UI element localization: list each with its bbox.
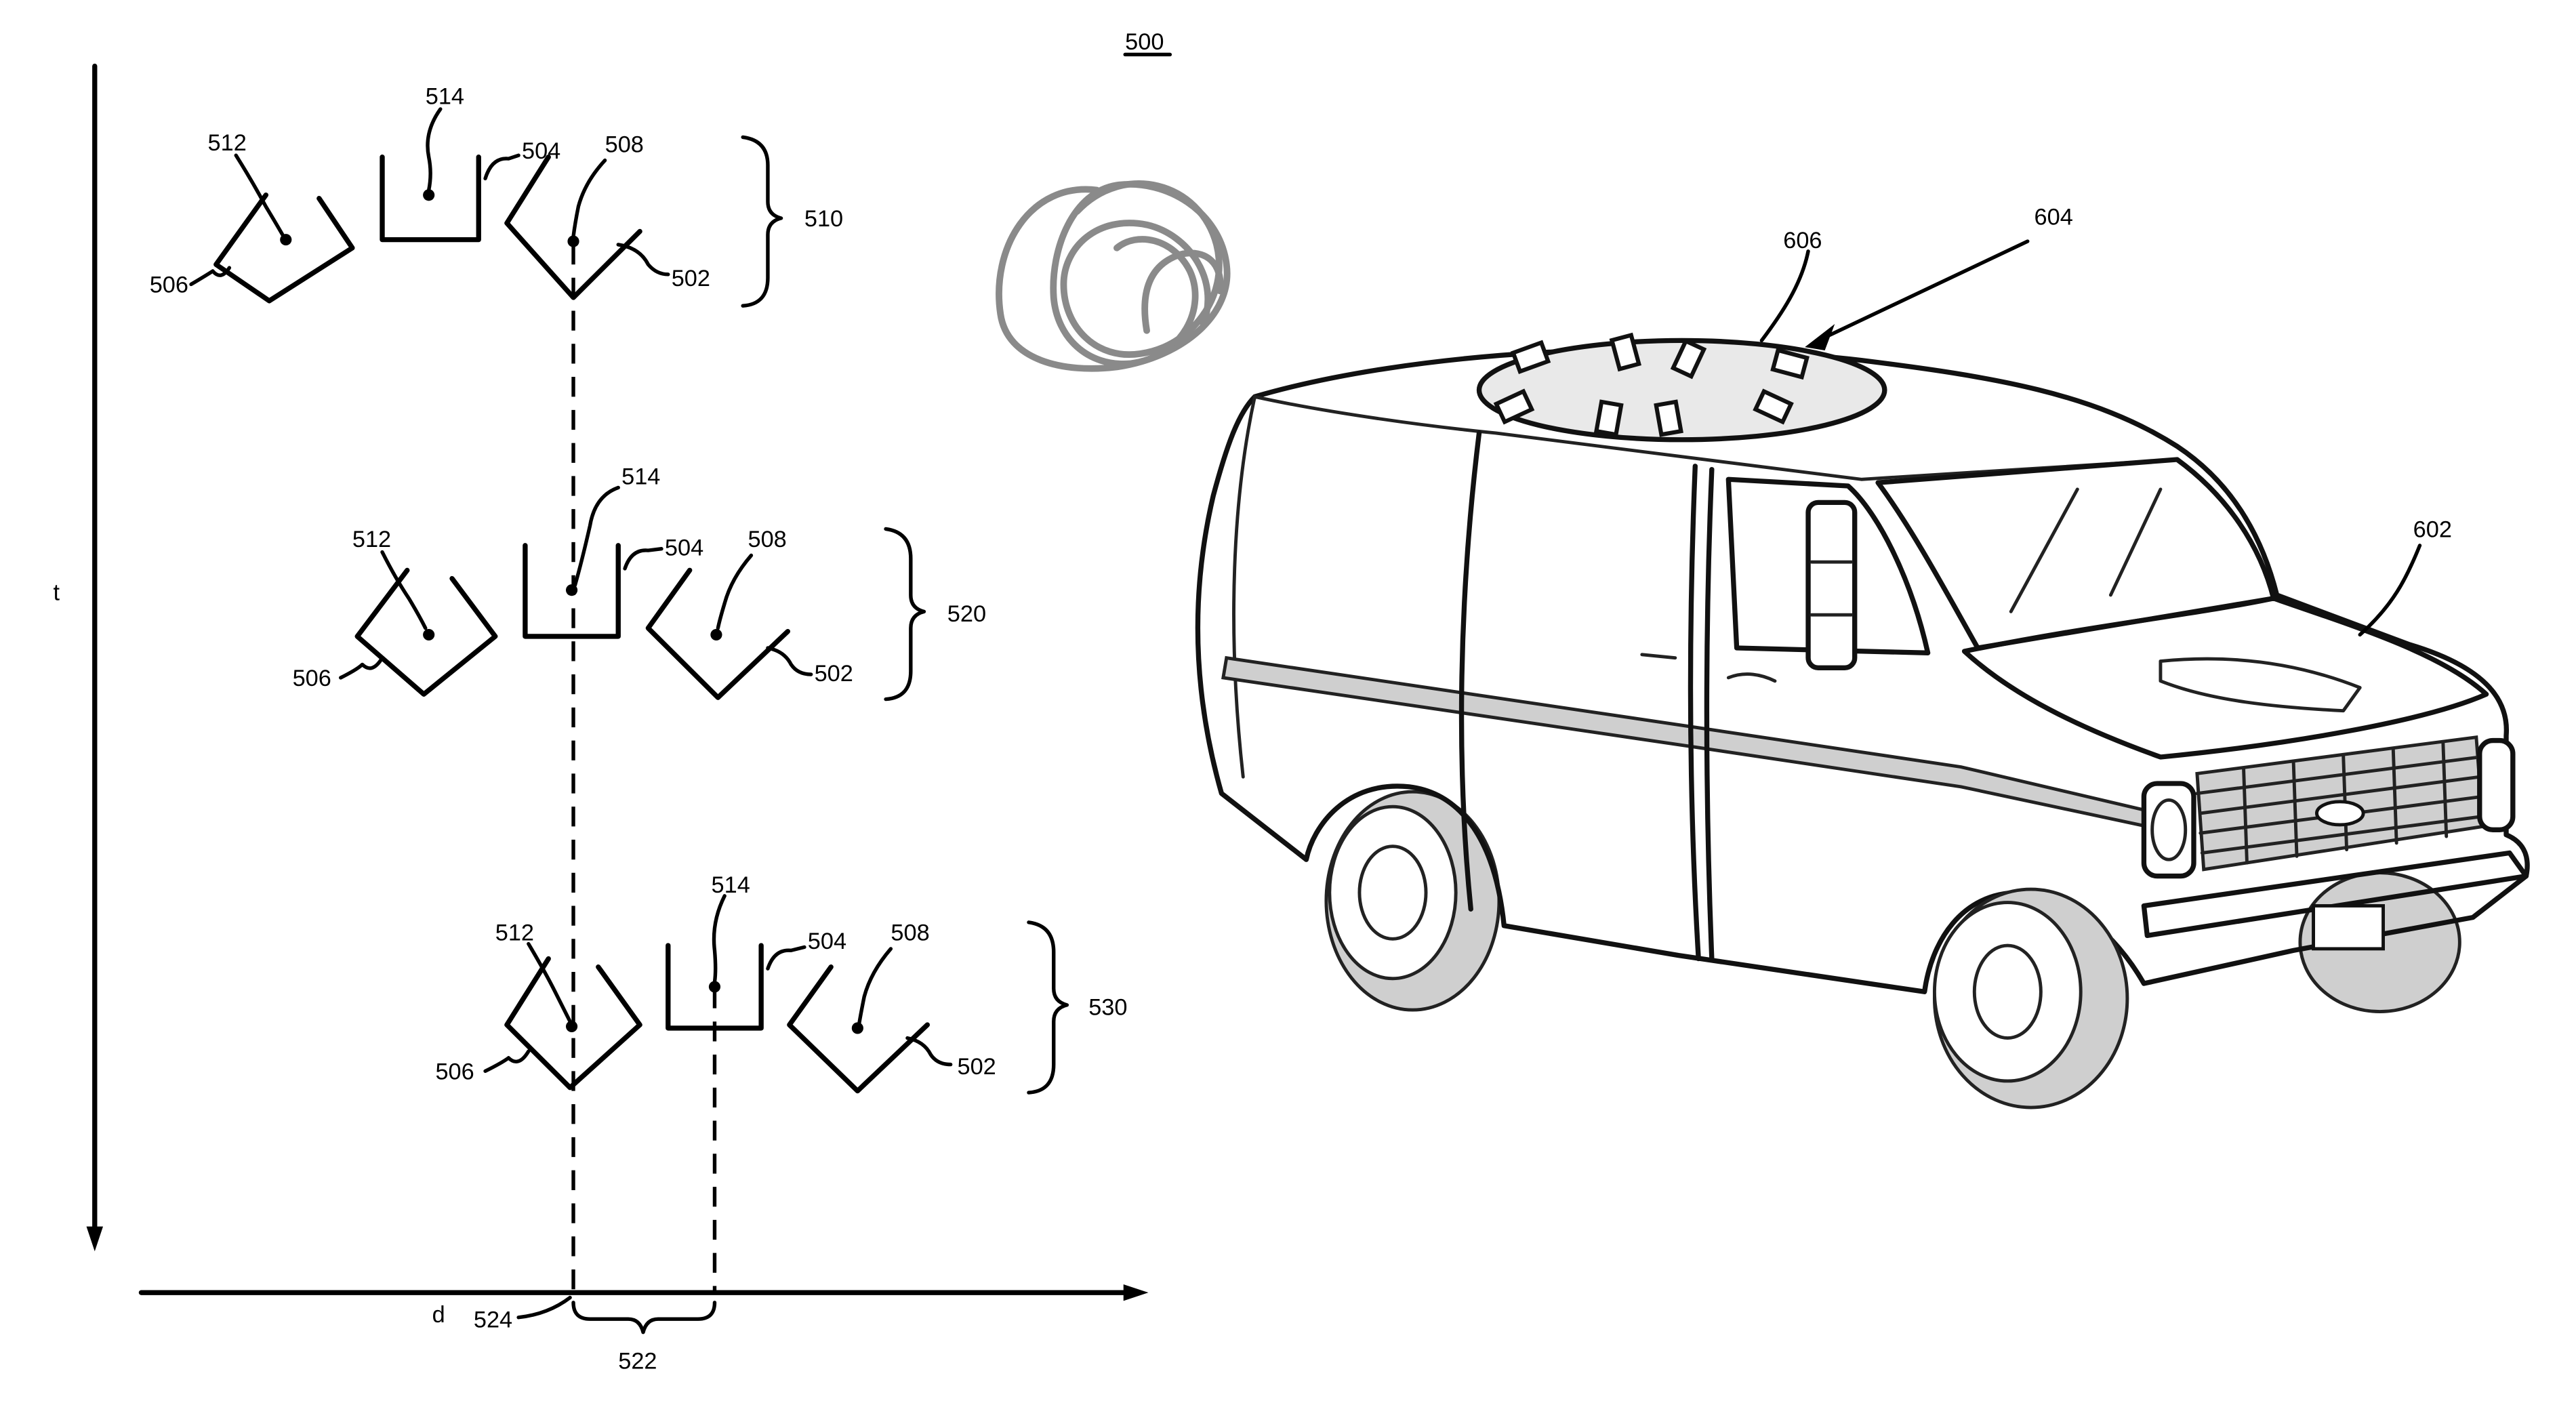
leader-508 (718, 555, 751, 628)
leader-604-arrowhead (1805, 324, 1835, 350)
group-ref-520: 520 (947, 601, 986, 627)
leader-508 (573, 161, 605, 237)
van-illustration (1198, 241, 2527, 1107)
group-ref-530: 530 (1088, 995, 1127, 1021)
scribble-mark (999, 184, 1227, 369)
grille-badge (2316, 802, 2363, 825)
label-506: 506 (293, 666, 331, 691)
leader-502 (907, 1038, 951, 1065)
group-brace-510 (743, 137, 781, 306)
label-502: 502 (958, 1054, 996, 1080)
label-504: 504 (665, 535, 703, 561)
label-602: 602 (2413, 517, 2452, 543)
leader-508 (859, 949, 891, 1023)
leader-512 (382, 552, 426, 628)
leader-504 (485, 155, 518, 178)
leader-506 (485, 1051, 529, 1071)
distance-axis-label: d (432, 1302, 445, 1328)
label-606: 606 (1783, 228, 1822, 253)
sensor-512-point (423, 629, 434, 640)
leader-602 (2360, 546, 2419, 635)
leader-514 (428, 109, 441, 190)
label-502: 502 (815, 661, 853, 687)
leader-514 (714, 896, 724, 982)
group-ref-510: 510 (804, 206, 843, 232)
sensor-506 (216, 195, 352, 301)
right-headlight (2480, 741, 2513, 830)
label-502: 502 (672, 266, 710, 291)
license-plate (2314, 905, 2384, 948)
label-504: 504 (808, 929, 846, 954)
origin-leader (518, 1297, 570, 1317)
label-504: 504 (522, 138, 560, 164)
sensor-512-point (566, 1021, 577, 1032)
sensor-508-point (710, 629, 722, 640)
label-514: 514 (426, 84, 464, 110)
label-512: 512 (495, 920, 534, 946)
leader-504 (768, 947, 804, 969)
label-508: 508 (748, 527, 787, 552)
sensor-508-point (852, 1022, 863, 1034)
side-mirror (1808, 502, 1855, 668)
label-512: 512 (208, 130, 247, 156)
label-506: 506 (435, 1059, 474, 1085)
distance-axis (141, 1284, 1148, 1301)
label-508: 508 (891, 920, 929, 946)
leader-606 (1761, 251, 1808, 341)
offset-ref-label: 522 (618, 1348, 657, 1374)
leader-504 (625, 549, 661, 569)
label-514: 514 (621, 464, 660, 490)
leader-502 (618, 245, 668, 274)
label-506: 506 (150, 272, 188, 298)
origin-ref-label: 524 (474, 1307, 512, 1332)
leader-506 (341, 658, 382, 678)
group-brace-520 (886, 529, 924, 699)
offset-brace (573, 1303, 714, 1332)
label-604: 604 (2035, 205, 2073, 230)
group-brace-530 (1029, 922, 1067, 1093)
time-axis (87, 66, 104, 1252)
label-508: 508 (605, 131, 644, 157)
leader-514 (575, 487, 618, 585)
leader-604 (1818, 241, 2028, 340)
leader-502 (768, 648, 811, 674)
label-514: 514 (712, 872, 750, 898)
time-axis-label: t (53, 579, 60, 605)
label-512: 512 (352, 527, 391, 552)
figure-number: 500 (1125, 29, 1164, 55)
